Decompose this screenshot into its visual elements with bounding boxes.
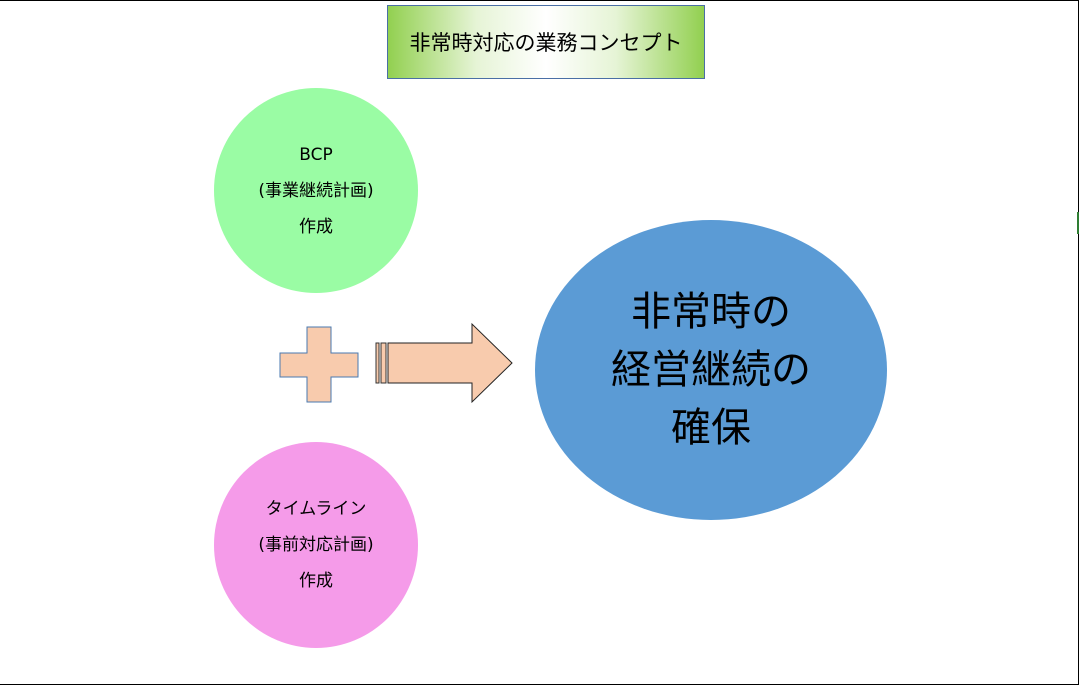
right-arrow-icon	[387, 322, 513, 404]
bcp-circle: BCP (事業継続計画) 作成	[214, 88, 418, 293]
bcp-line2: (事業継続計画)	[258, 180, 374, 201]
result-line3: 確保	[671, 405, 751, 451]
plus-icon	[279, 326, 359, 403]
edge-mark	[1077, 212, 1079, 234]
arrow-stripe-1	[375, 342, 380, 384]
timeline-line2: (事前対応計画)	[258, 535, 374, 555]
result-ellipse: 非常時の 経営継続の 確保	[535, 220, 887, 520]
timeline-line1: タイムライン	[265, 499, 367, 519]
result-line2: 経営継続の	[611, 347, 811, 393]
bcp-line3: 作成	[299, 216, 333, 237]
timeline-line3: 作成	[299, 571, 333, 591]
timeline-circle: タイムライン (事前対応計画) 作成	[214, 442, 418, 648]
bcp-line1: BCP	[299, 144, 333, 165]
result-line1: 非常時の	[631, 289, 791, 335]
arrow-stripe-2	[380, 342, 387, 384]
title-box: 非常時対応の業務コンセプト	[387, 5, 705, 79]
